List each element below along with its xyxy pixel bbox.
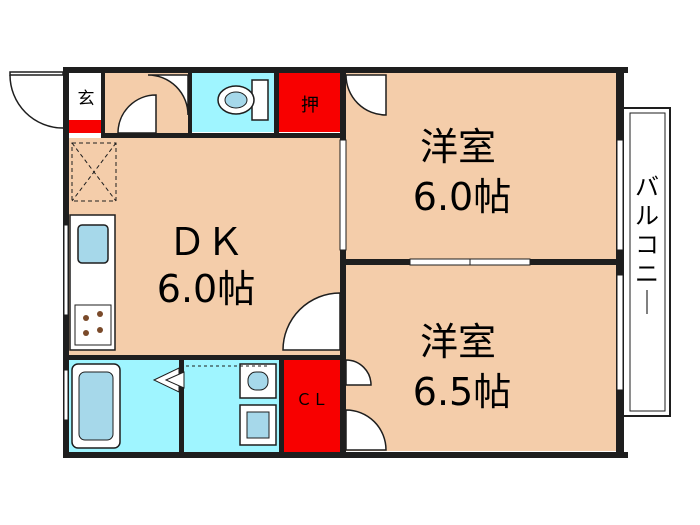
western-lower-floor (346, 265, 616, 451)
balcony-inner (629, 112, 666, 412)
western-upper-size: 6.0帖 (413, 175, 511, 219)
washbasin-bowl (247, 371, 269, 391)
push-closet-label: 押 (301, 95, 319, 116)
entrance-label: 玄 (78, 89, 95, 109)
entry-door-swing (9, 71, 64, 76)
wash-door-icon (164, 371, 185, 389)
toilet-bowl-inner (224, 91, 248, 109)
kitchen-stove (74, 304, 112, 346)
western-upper-name: 洋室 (420, 125, 496, 169)
stove-burner-icons (83, 311, 103, 336)
windows (63, 139, 624, 421)
dk-room-size: 6.0帖 (157, 267, 255, 311)
western-lower-size: 6.5帖 (413, 370, 511, 414)
kitchen-sink (77, 224, 109, 264)
entrance-red-strip (68, 120, 101, 133)
entrance-floor (68, 72, 101, 120)
cl-closet (283, 360, 340, 452)
fridge-space (71, 142, 117, 202)
western-lower-name: 洋室 (420, 320, 496, 364)
balcony (622, 107, 671, 417)
dk-room-name: ＤＫ (168, 220, 244, 264)
push-closet (279, 72, 341, 132)
cl-closet-label: ＣＬ (296, 390, 328, 409)
bathtub-inner (78, 371, 114, 441)
washing-machine-inner (246, 411, 270, 439)
western-upper-floor (346, 72, 616, 260)
doors (9, 71, 387, 451)
balcony-label: バルコニ｜ (635, 173, 659, 317)
